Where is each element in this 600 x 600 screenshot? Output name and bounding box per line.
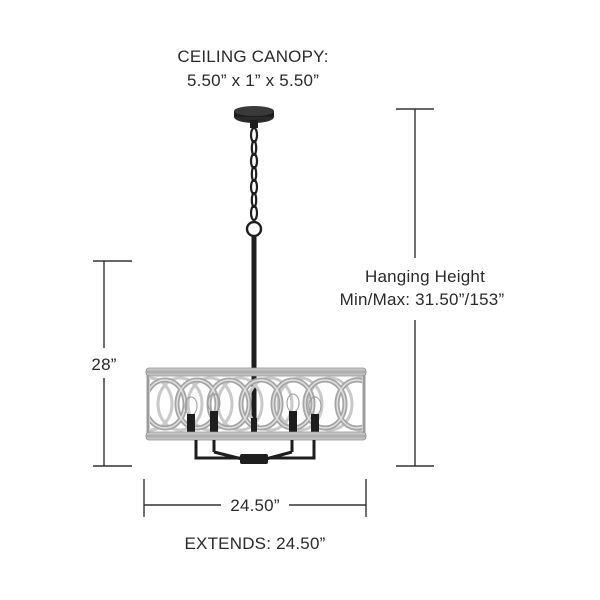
canopy-title: CEILING CANOPY: [177, 47, 329, 66]
center-finial [240, 454, 268, 464]
bulb [207, 393, 221, 433]
candle-sockets [184, 393, 322, 433]
bottom-rim [145, 431, 367, 441]
drum-shade [145, 367, 367, 441]
downrod [245, 220, 263, 436]
width-dimension [143, 479, 367, 517]
top-rim [145, 367, 367, 377]
hanging-height-dimension [396, 108, 434, 467]
bulb [184, 396, 198, 432]
bulb [308, 396, 322, 432]
hanging-height-range: Min/Max: 31.50”/153” [339, 290, 505, 309]
width-dimension-label: 24.50” [230, 496, 280, 515]
hanging-height-title: Hanging Height [365, 267, 485, 286]
canopy-size: 5.50” x 1” x 5.50” [186, 71, 320, 90]
extends-label: EXTENDS: 24.50” [184, 534, 326, 553]
height-dimension [93, 260, 132, 467]
ceiling-canopy [234, 106, 274, 128]
height-dimension-label: 28” [91, 355, 117, 374]
bulb [286, 393, 300, 433]
chain [249, 126, 259, 222]
